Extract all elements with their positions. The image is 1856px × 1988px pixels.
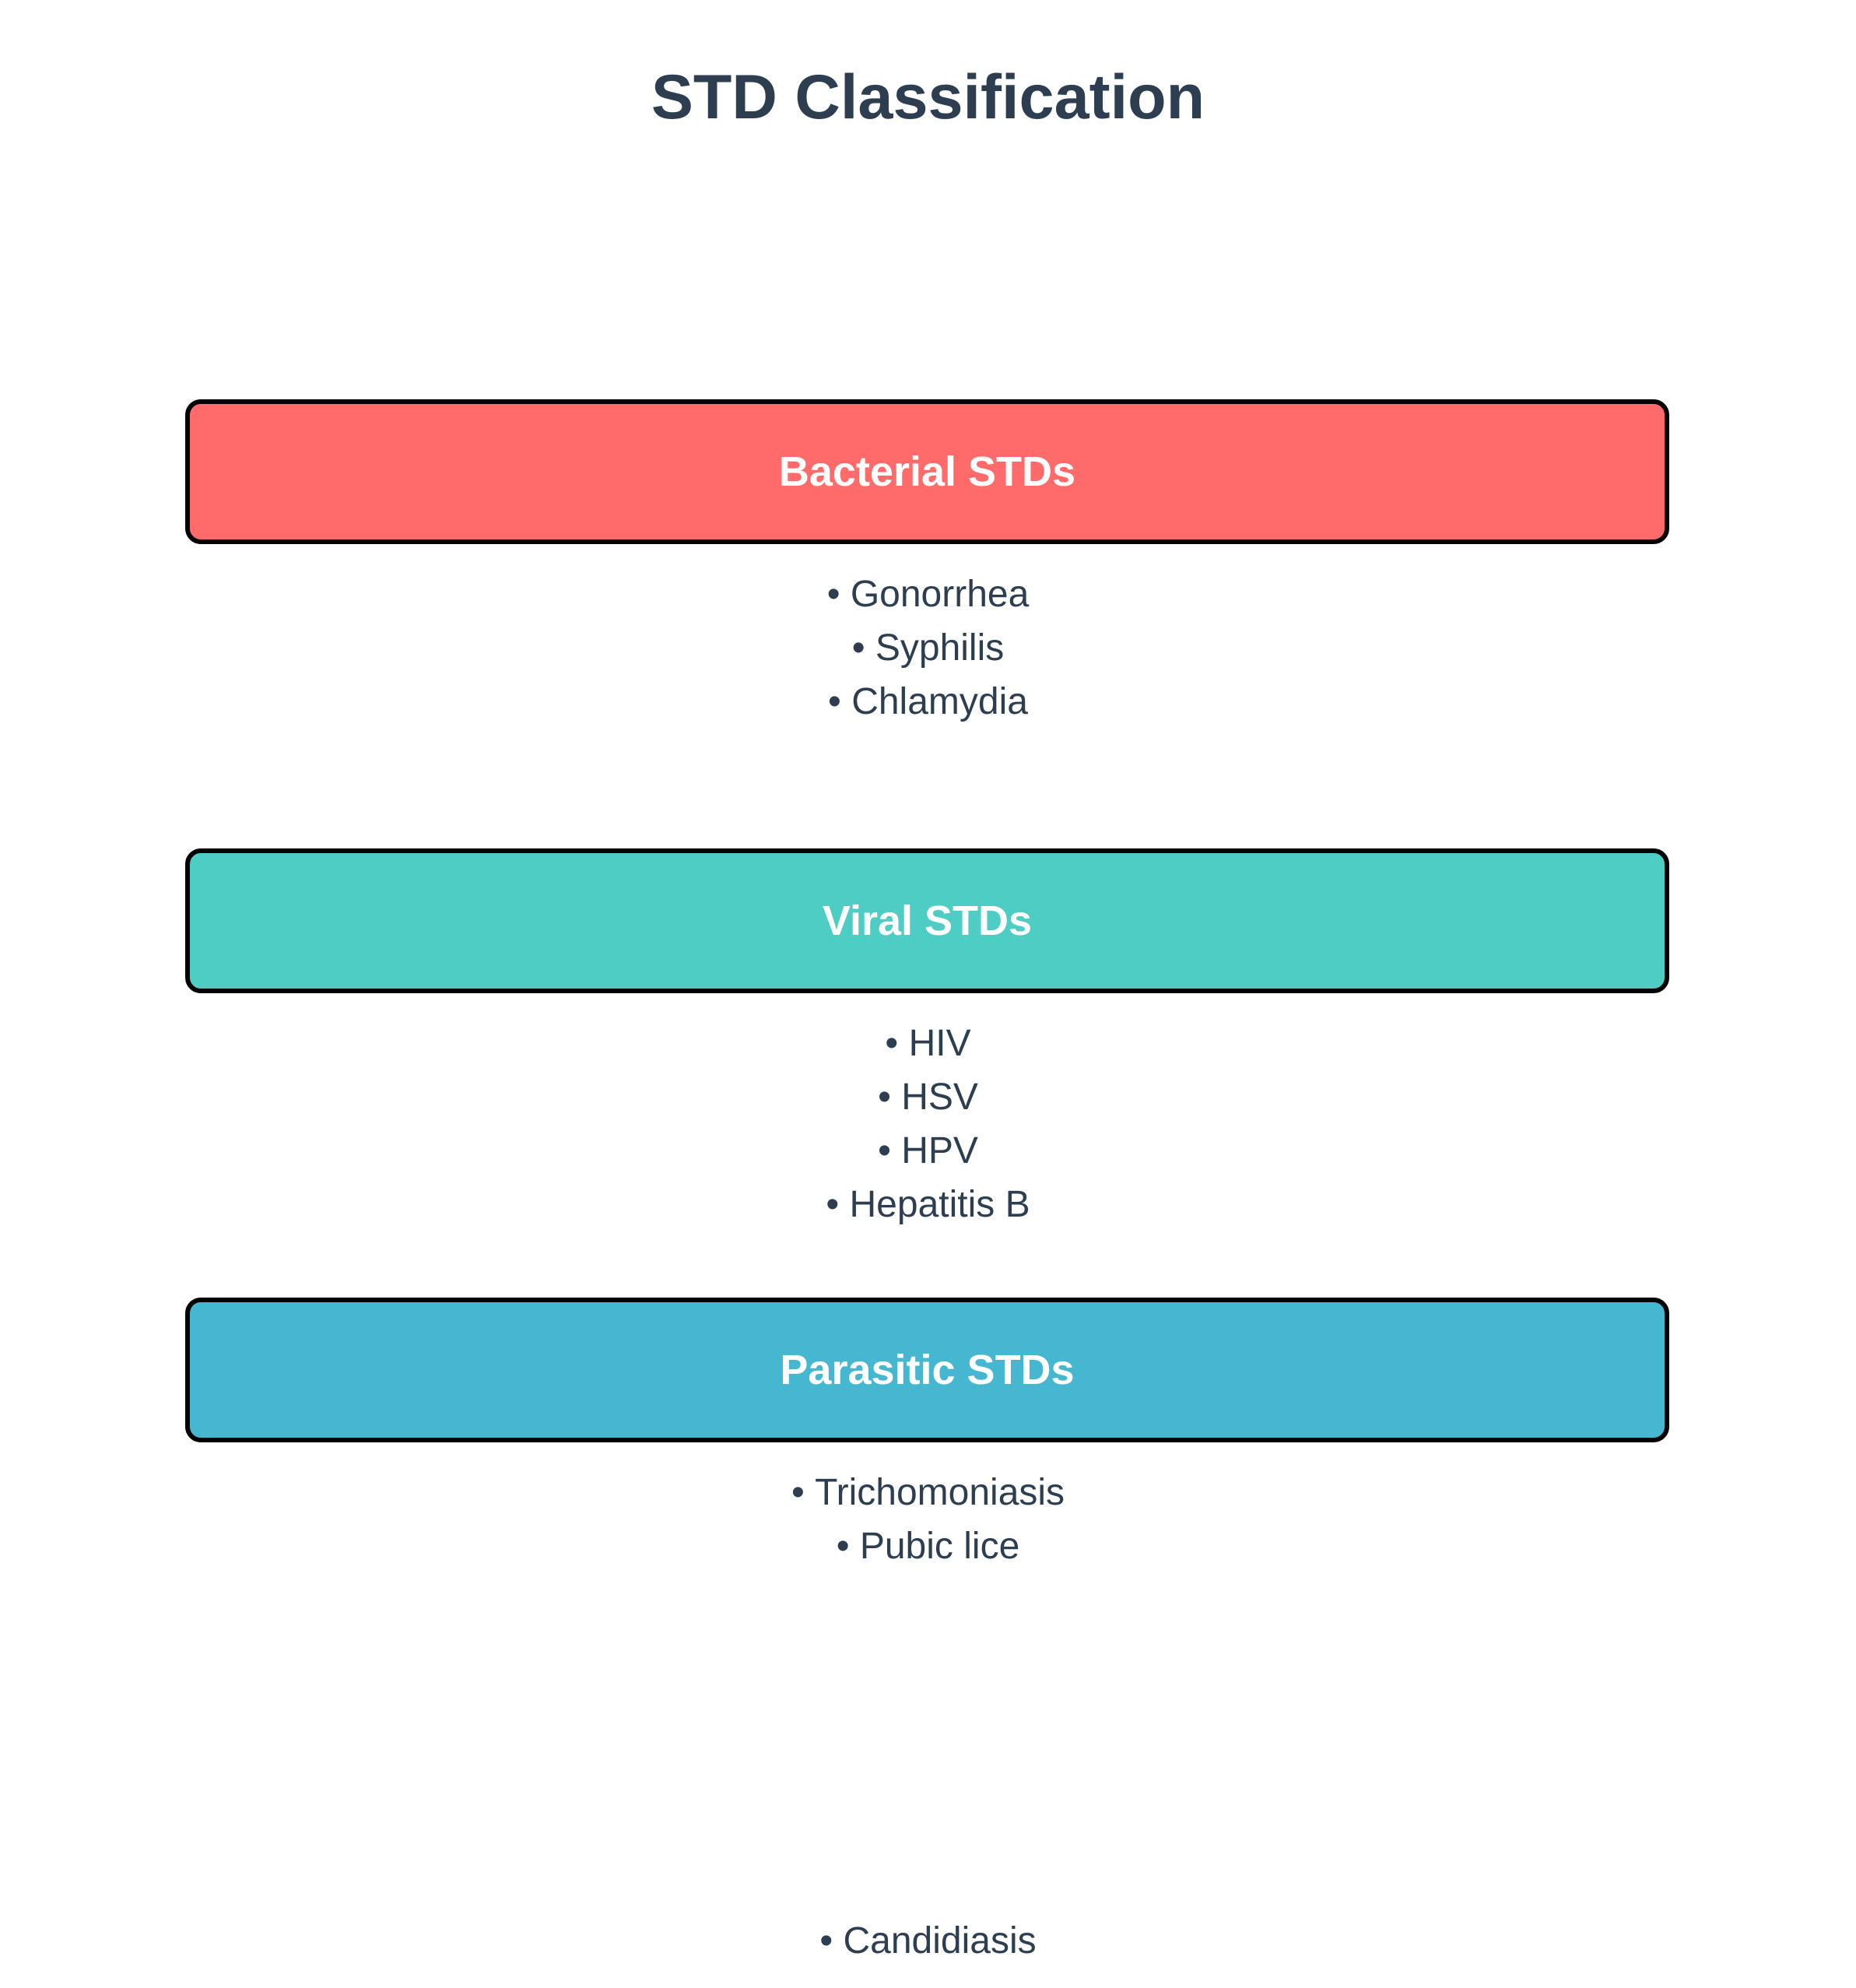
item-list-bacterial: Gonorrhea Syphilis Chlamydia <box>0 567 1856 729</box>
list-item: HPV <box>0 1124 1856 1178</box>
list-item: Hepatitis B <box>0 1178 1856 1231</box>
item-list-viral: HIV HSV HPV Hepatitis B <box>0 1017 1856 1231</box>
category-box-viral: Viral STDs <box>185 848 1669 993</box>
item-list-parasitic: Trichomoniasis Pubic lice <box>0 1466 1856 1573</box>
item-list-orphan: Candidiasis <box>0 1914 1856 1968</box>
list-item: Gonorrhea <box>0 567 1856 621</box>
page-title: STD Classification <box>651 62 1205 132</box>
category-label-bacterial: Bacterial STDs <box>778 448 1076 495</box>
category-label-viral: Viral STDs <box>822 897 1033 944</box>
category-box-parasitic: Parasitic STDs <box>185 1298 1669 1442</box>
category-box-bacterial: Bacterial STDs <box>185 399 1669 544</box>
category-label-parasitic: Parasitic STDs <box>780 1347 1075 1393</box>
list-item: Trichomoniasis <box>0 1466 1856 1519</box>
list-item: Syphilis <box>0 621 1856 675</box>
list-item: Pubic lice <box>0 1519 1856 1573</box>
list-item: HSV <box>0 1070 1856 1124</box>
list-item: Chlamydia <box>0 675 1856 729</box>
list-item: Candidiasis <box>0 1914 1856 1968</box>
list-item: HIV <box>0 1017 1856 1070</box>
